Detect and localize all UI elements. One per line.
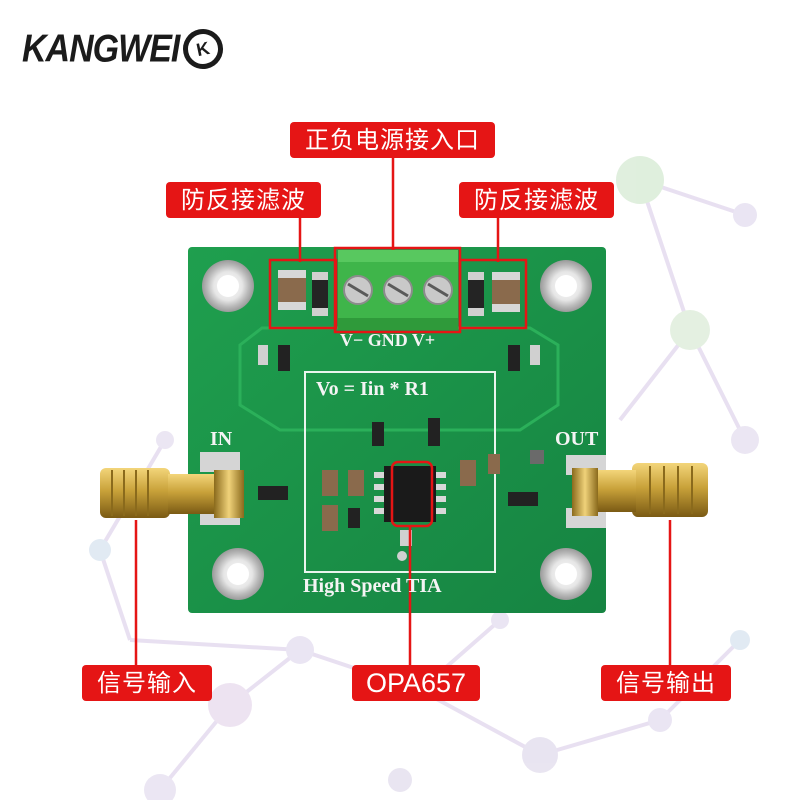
- pcb-board: [188, 247, 606, 613]
- logo-text: KANGWEI: [22, 26, 180, 71]
- signal-in-tag: 信号输入: [82, 665, 212, 701]
- sma-connector-out: [572, 463, 708, 517]
- filter-components: [278, 270, 520, 316]
- terminal-block: [338, 250, 458, 330]
- signal-out-label: 信号输出: [616, 669, 716, 697]
- power-input-tag: 正负电源接入口: [290, 122, 495, 158]
- chip-label: OPA657: [365, 667, 467, 698]
- signal-out-tag: 信号输出: [601, 665, 731, 701]
- annotation-boxes: [268, 246, 528, 528]
- chip-tag: OPA657: [352, 665, 480, 701]
- mounting-holes: [202, 260, 592, 600]
- sma-connector-in: [100, 468, 244, 518]
- pcb-out-label: OUT: [555, 428, 599, 450]
- pcb-title: High Speed TIA: [303, 575, 442, 597]
- power-input-label: 正负电源接入口: [305, 126, 480, 154]
- pcb-in-label: IN: [210, 428, 233, 450]
- filter-right-label: 防反接滤波: [474, 186, 599, 214]
- brand-logo: KANGWEI K: [22, 25, 228, 73]
- filter-right-tag: 防反接滤波: [459, 182, 614, 218]
- pcb-terminal-label: V− GND V+: [340, 330, 436, 350]
- opa657-chip: [374, 466, 446, 522]
- callout-lines: [134, 158, 672, 666]
- background-network: [89, 156, 759, 800]
- filter-left-label: 防反接滤波: [181, 186, 306, 214]
- smd-parts: [258, 345, 544, 561]
- filter-left-tag: 防反接滤波: [166, 182, 321, 218]
- pcb-formula: Vo = Iin * R1: [316, 378, 429, 400]
- logo-badge: K: [179, 25, 228, 73]
- signal-in-label: 信号输入: [97, 669, 197, 697]
